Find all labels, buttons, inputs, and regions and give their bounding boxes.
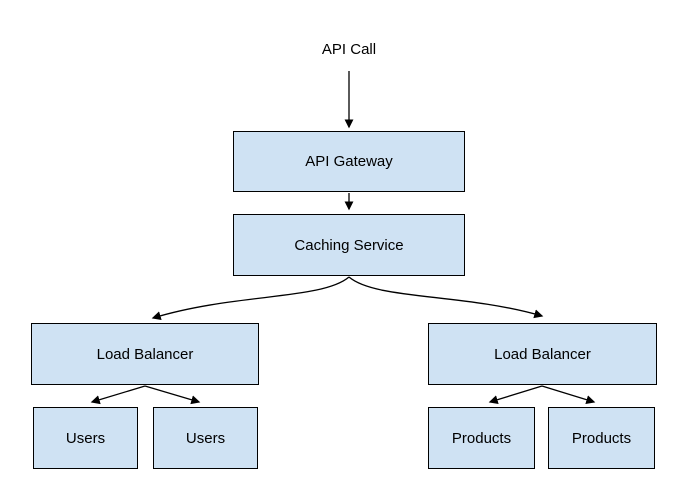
node-caching-service: Caching Service (233, 214, 465, 276)
node-label: Products (451, 429, 512, 447)
node-products-1: Products (428, 407, 535, 469)
node-label: Load Balancer (494, 345, 591, 363)
edge-caching-service-to-load-balancer-left (151, 276, 350, 321)
edge-caching-service-to-load-balancer-right (348, 276, 544, 319)
node-load-balancer-left: Load Balancer (31, 323, 259, 385)
edge-load-balancer-right-to-products-2 (541, 385, 596, 405)
node-products-2: Products (548, 407, 655, 469)
node-label: API Gateway (305, 153, 393, 170)
node-label: Caching Service (294, 236, 404, 254)
node-users-1: Users (33, 407, 138, 469)
label-api-call: API Call (321, 41, 377, 58)
edge-load-balancer-left-to-users-1 (90, 385, 146, 405)
node-api-gateway: API Gateway (233, 131, 465, 192)
node-label: Users (65, 429, 106, 447)
node-label: Load Balancer (96, 345, 194, 363)
edge-load-balancer-left-to-users-2 (144, 385, 201, 405)
node-label: Users (185, 429, 226, 447)
node-label: Products (571, 429, 632, 447)
node-users-2: Users (153, 407, 258, 469)
edge-load-balancer-right-to-products-1 (488, 385, 543, 405)
node-load-balancer-right: Load Balancer (428, 323, 657, 385)
